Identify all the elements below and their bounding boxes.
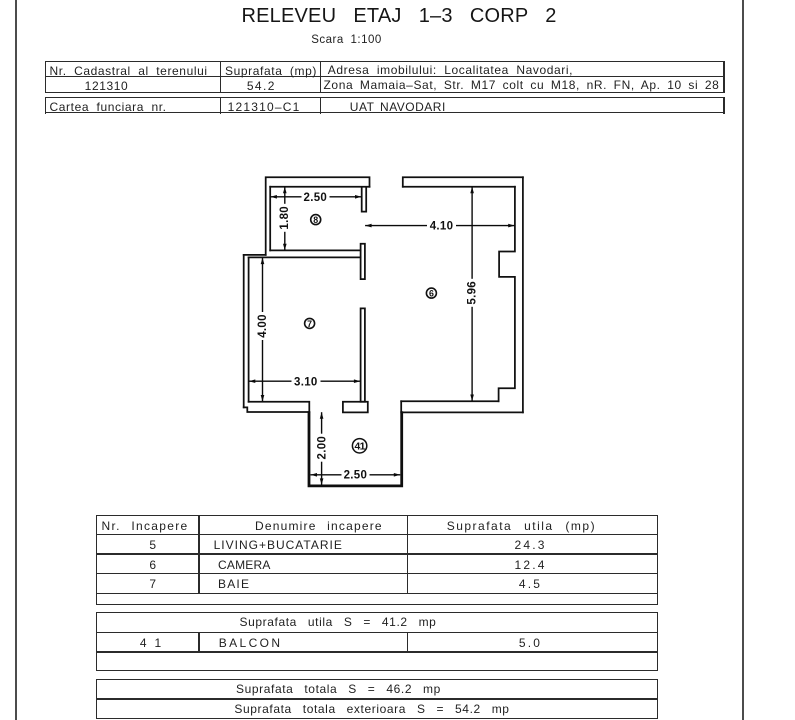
svg-text:41: 41 xyxy=(355,442,366,453)
svg-text:5.96: 5.96 xyxy=(467,281,479,305)
svg-text:2.50: 2.50 xyxy=(304,192,328,204)
svg-text:2.00: 2.00 xyxy=(316,436,328,460)
svg-text:4.10: 4.10 xyxy=(430,221,454,233)
svg-text:6: 6 xyxy=(429,288,434,298)
svg-text:7: 7 xyxy=(307,319,312,329)
svg-text:4.00: 4.00 xyxy=(257,314,269,338)
svg-text:2.50: 2.50 xyxy=(344,470,368,482)
svg-text:1.80: 1.80 xyxy=(279,206,291,230)
svg-text:3.10: 3.10 xyxy=(294,376,318,388)
svg-text:8: 8 xyxy=(313,215,318,225)
